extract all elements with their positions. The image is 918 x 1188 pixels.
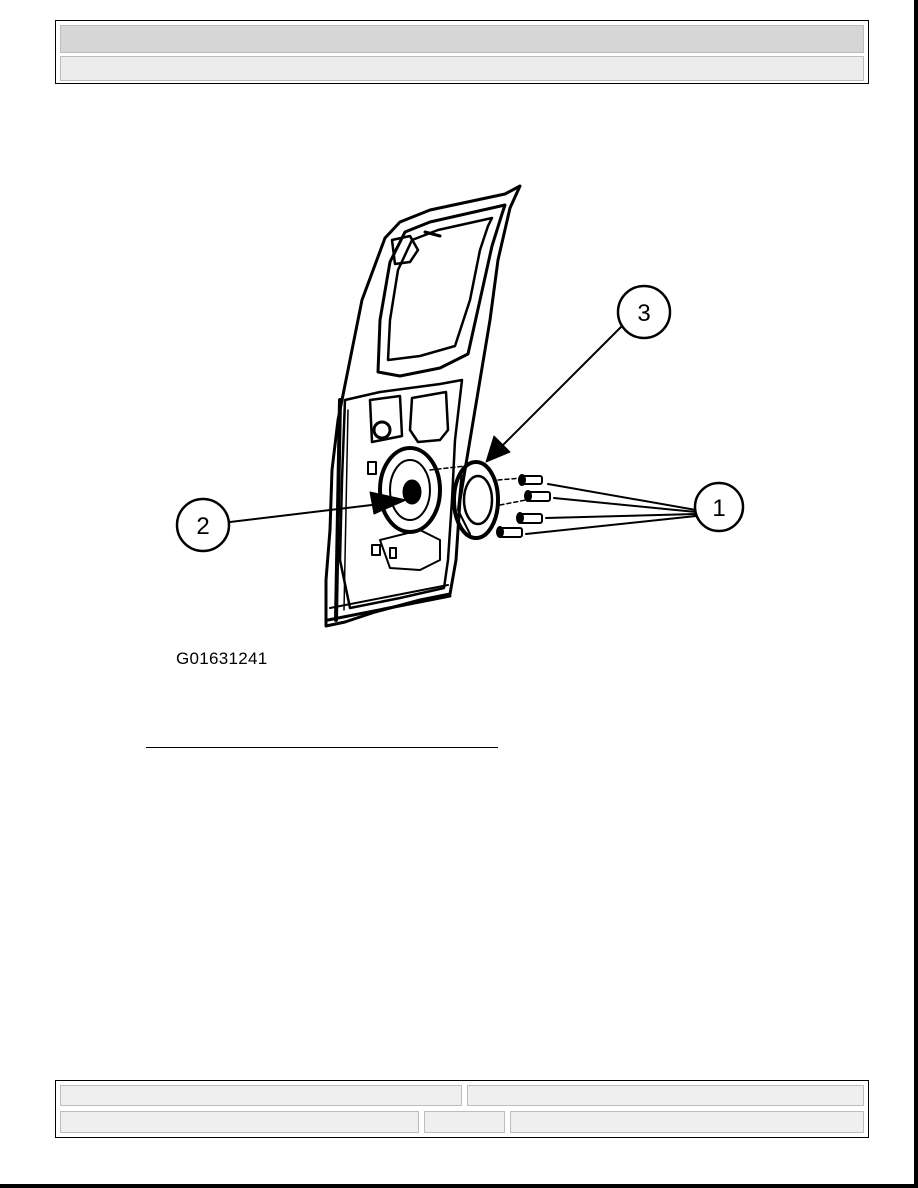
inner-panel xyxy=(338,378,464,610)
header-table xyxy=(55,20,869,84)
callout-3-label: 3 xyxy=(637,300,650,327)
footer-cell-2-3 xyxy=(509,1110,865,1134)
speaker-cone xyxy=(462,474,494,526)
window-opening xyxy=(386,216,494,362)
leader-2 xyxy=(229,503,381,523)
door-outer-shell xyxy=(324,184,522,628)
header-title-cell xyxy=(59,24,865,54)
footer-cell-2-1 xyxy=(59,1110,420,1134)
footer-table xyxy=(55,1080,869,1138)
footer-cell-1-2 xyxy=(466,1084,865,1107)
figure-id: G01631241 xyxy=(176,649,268,668)
callout-3-circle xyxy=(616,284,672,340)
footer-cell-1-1 xyxy=(59,1084,463,1107)
callout-2-label: 2 xyxy=(196,513,209,540)
header-subtitle-cell xyxy=(59,55,865,82)
callout-2-circle xyxy=(175,497,231,553)
footer-cell-2-2 xyxy=(423,1110,506,1134)
callout-1-label: 1 xyxy=(712,495,725,522)
speaker-rim xyxy=(452,460,500,540)
callout-1-circle xyxy=(693,481,745,533)
arrow-3-head xyxy=(485,435,511,463)
window-frame xyxy=(376,203,507,378)
screw-2 xyxy=(524,490,551,502)
handle-pocket xyxy=(368,394,404,444)
screw-4 xyxy=(496,526,523,538)
screw-1 xyxy=(518,474,543,486)
arrow-2-head xyxy=(369,491,407,515)
horizontal-rule xyxy=(146,747,498,748)
leader-1 xyxy=(525,483,697,535)
leader-3 xyxy=(499,323,625,449)
upper-latch xyxy=(390,234,420,266)
screw-3 xyxy=(516,512,543,524)
